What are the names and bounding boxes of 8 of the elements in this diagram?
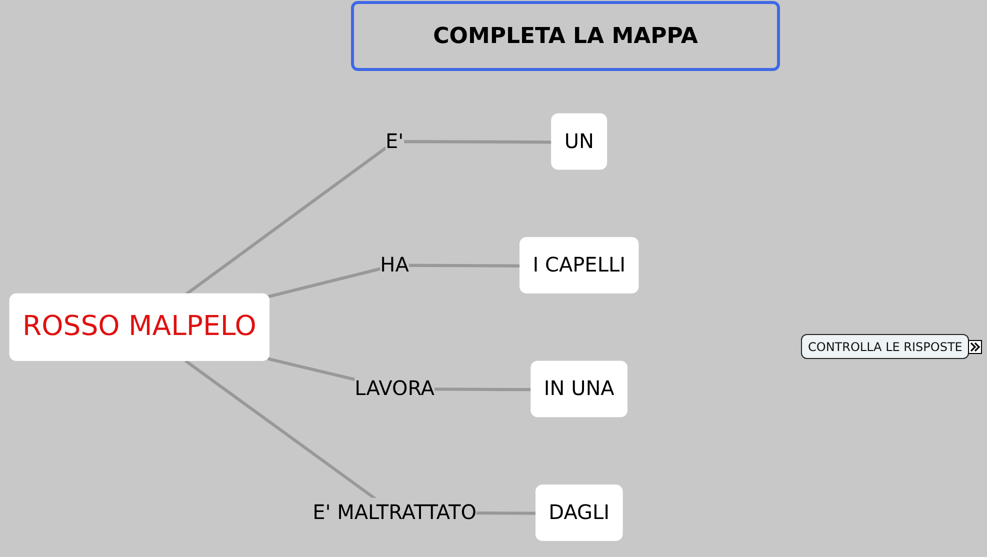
connector-line — [268, 264, 521, 299]
answer-box: I CAPELLI — [520, 238, 639, 294]
answer-box: IN UNA — [530, 361, 628, 418]
topic-box: ROSSO MALPELO — [9, 294, 270, 362]
answer-box: DAGLI — [536, 485, 623, 542]
check-answers-button: CONTROLLA LE RISPOSTE — [801, 334, 970, 359]
title-banner: COMPLETA LA MAPPA — [351, 1, 780, 71]
answer-box: UN — [551, 114, 608, 170]
